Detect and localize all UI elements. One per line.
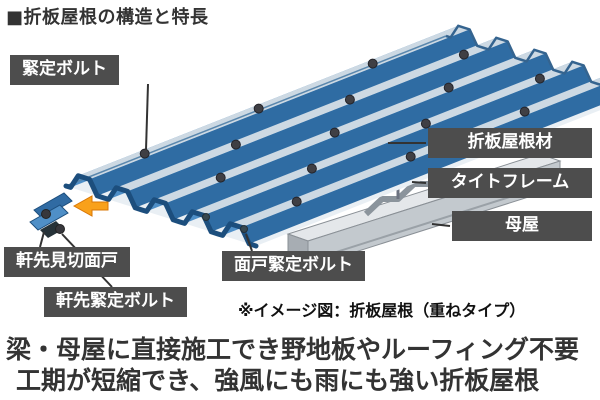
label-tight-frame: タイトフレーム: [428, 168, 592, 198]
leader-tight-frame: [411, 181, 427, 184]
roof-far-edge: [445, 24, 600, 86]
leader-purlin: [431, 223, 451, 227]
leader-eave-closure: [39, 231, 45, 248]
image-note: ※イメージ図：折板屋根（重ねタイプ）: [238, 301, 526, 320]
leader-lines: [39, 83, 451, 288]
eave-face-bolts: [202, 213, 248, 233]
roof-eave-profile: [63, 173, 259, 249]
label-eave-closure: 軒先見切面戸: [4, 247, 130, 277]
leader-closure-bolt: [245, 233, 253, 252]
eave-closure-assembly: [29, 192, 73, 238]
ridge-bolts: [139, 49, 545, 207]
label-purlin: 母屋: [452, 211, 592, 241]
description-line-2: 工期が短縮でき、強風にも雨にも強い折板屋根: [16, 366, 540, 395]
label-kintei-bolt: 緊定ボルト: [10, 55, 119, 85]
label-closure-bolt: 面戸緊定ボルト: [222, 251, 365, 281]
label-eave-bolt: 軒先緊定ボルト: [44, 287, 187, 317]
leader-kintei-bolt: [145, 83, 149, 151]
description-line-1: 梁・母屋に直接施工でき野地板やルーフィング不要: [6, 335, 580, 364]
label-roof-material: 折板屋根材: [428, 128, 592, 158]
page-title: ■折板屋根の構造と特長: [6, 7, 209, 28]
eave-arrow-icon: [72, 195, 109, 217]
